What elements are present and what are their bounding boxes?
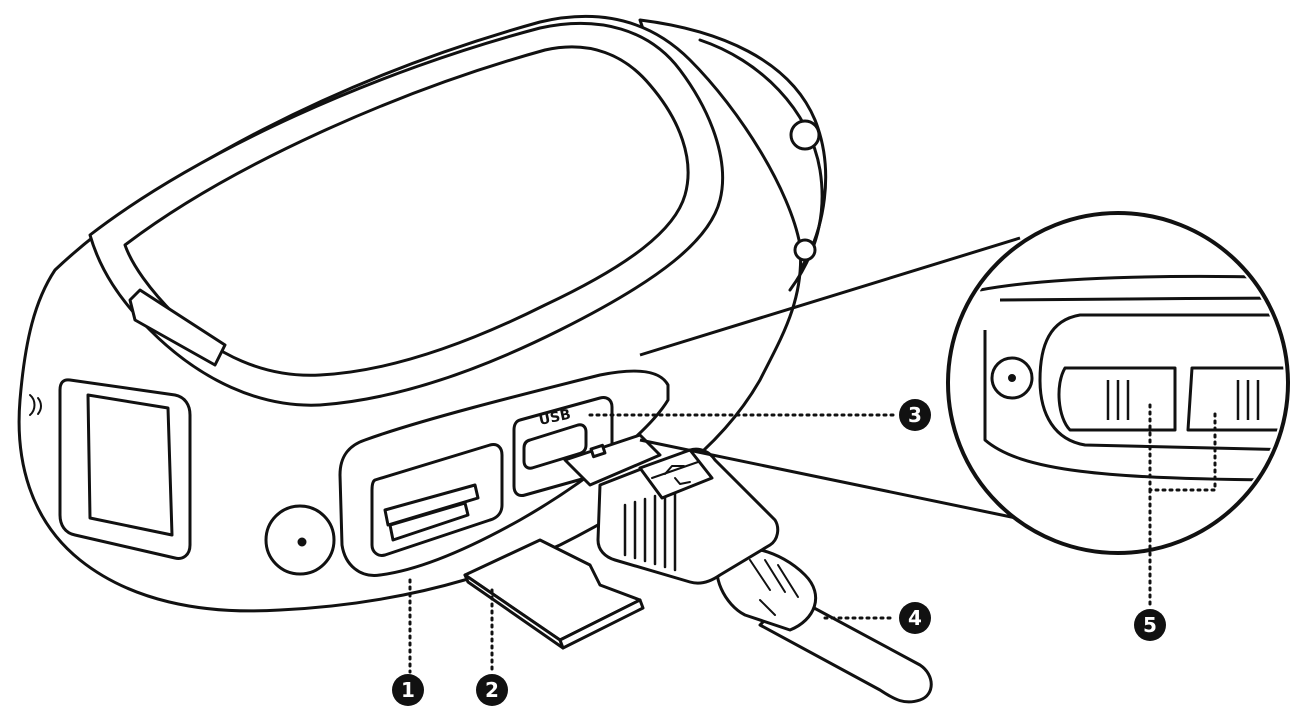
detail-button-2 xyxy=(1186,366,1284,432)
side-button xyxy=(793,238,817,262)
callout-5: 5 xyxy=(1134,609,1166,641)
speaker-icon xyxy=(29,394,42,416)
callout-2-label: 2 xyxy=(485,678,499,702)
sd-slot-inner xyxy=(388,501,470,542)
plug-grip xyxy=(623,488,677,572)
callout-1: 1 xyxy=(392,674,424,706)
leader-5 xyxy=(1148,403,1217,610)
usb-port-label: USB xyxy=(538,407,573,429)
callout-4: 4 xyxy=(899,602,931,634)
leader-lines xyxy=(408,403,1217,674)
callout-5-label: 5 xyxy=(1143,613,1157,637)
callout-3-label: 3 xyxy=(908,403,922,427)
magnifier-line-bottom xyxy=(639,438,1051,527)
usb-trident-icon xyxy=(651,461,699,485)
front-screen xyxy=(86,393,174,537)
usb-port xyxy=(522,423,588,470)
usb-logo-plate xyxy=(638,448,714,500)
strain-relief-ribs xyxy=(749,559,799,616)
sd-slot xyxy=(383,483,480,527)
lid-panel xyxy=(123,45,690,377)
shutter-button xyxy=(128,288,227,367)
magnifier-line-top xyxy=(639,236,1021,357)
power-button-dot xyxy=(297,537,307,547)
usb-cable xyxy=(563,433,933,704)
callout-1-label: 1 xyxy=(401,678,415,702)
callout-3: 3 xyxy=(899,399,931,431)
callout-2: 2 xyxy=(476,674,508,706)
magnifier xyxy=(639,211,1290,555)
usb-plug-tip xyxy=(563,433,662,487)
plug-tip-window xyxy=(589,443,607,459)
callout-4-label: 4 xyxy=(908,606,922,630)
microsd-card xyxy=(463,538,645,650)
lens-button xyxy=(789,119,821,151)
